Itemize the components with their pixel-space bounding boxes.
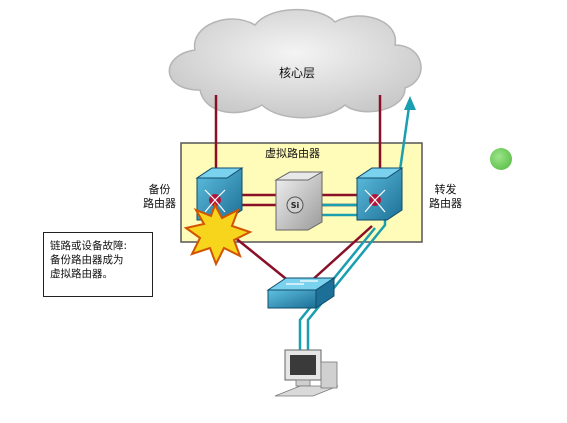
backup-router-label-line1: 备份	[148, 183, 171, 196]
backup-router-device	[195, 167, 244, 221]
si-switch-device: Si	[274, 171, 324, 231]
backup-router-label-line2: 路由器	[143, 197, 176, 210]
cloud-label: 核心层	[279, 66, 316, 80]
callout-line3: 虚拟路由器。	[50, 268, 113, 280]
forwarding-router-label-line2: 路由器	[429, 197, 462, 210]
backup-router-label: 备份 路由器	[143, 183, 176, 211]
callout-line2: 备份路由器成为	[50, 254, 124, 266]
pc-icon	[274, 349, 339, 397]
explosion-icon	[183, 202, 253, 267]
workgroup-switch-device	[266, 277, 336, 309]
virtual-router-label: 虚拟路由器	[265, 147, 320, 160]
cursor-icon	[490, 148, 512, 170]
svg-text:Si: Si	[291, 201, 300, 210]
callout-line1: 链路或设备故障:	[50, 240, 128, 252]
forwarding-router-label-line1: 转发	[434, 183, 457, 196]
path-arrow-head	[404, 96, 416, 110]
core-cloud	[168, 8, 422, 119]
forwarding-router-label: 转发 路由器	[429, 183, 462, 211]
failure-callout: 链路或设备故障: 备份路由器成为 虚拟路由器。	[43, 232, 153, 297]
forwarding-router-device	[355, 167, 404, 221]
